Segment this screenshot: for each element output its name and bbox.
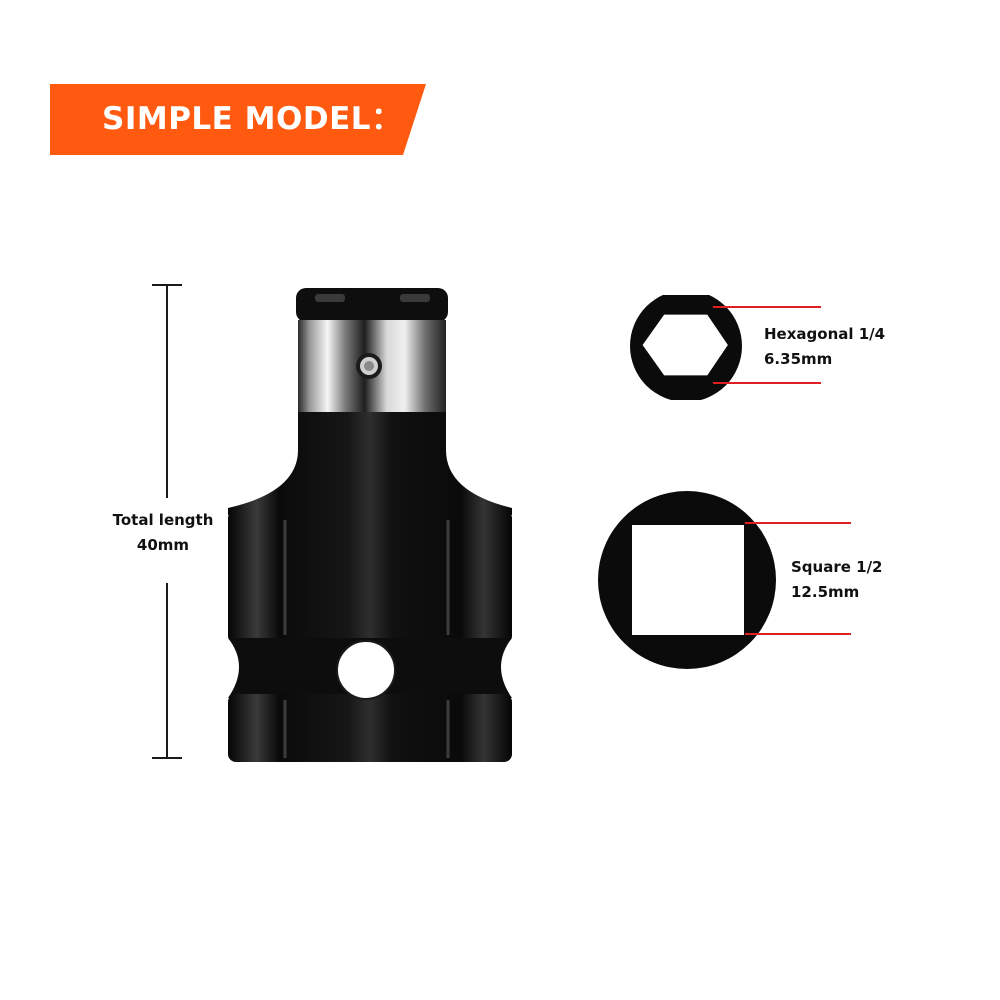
total-length-title: Total length [112,511,214,529]
total-length-dimension-line [152,284,182,759]
square-value: 12.5mm [791,583,860,601]
total-length-value: 40mm [136,536,190,554]
banner-title: SIMPLE MODEL： [102,101,403,137]
square-title: Square 1/2 [791,558,883,576]
hexagon-socket-end-icon [630,295,821,400]
hexagonal-label: Hexagonal 1/4 6.35mm [764,322,885,372]
square-drive-end-icon [598,491,851,669]
socket-adapter-image [228,288,512,762]
banner-background [50,84,426,155]
square-label: Square 1/2 12.5mm [791,555,883,605]
title-banner: SIMPLE MODEL： [50,84,426,155]
hexagonal-title: Hexagonal 1/4 [764,325,886,343]
total-length-label: Total length 40mm [107,508,219,558]
hexagonal-value: 6.35mm [764,350,833,368]
